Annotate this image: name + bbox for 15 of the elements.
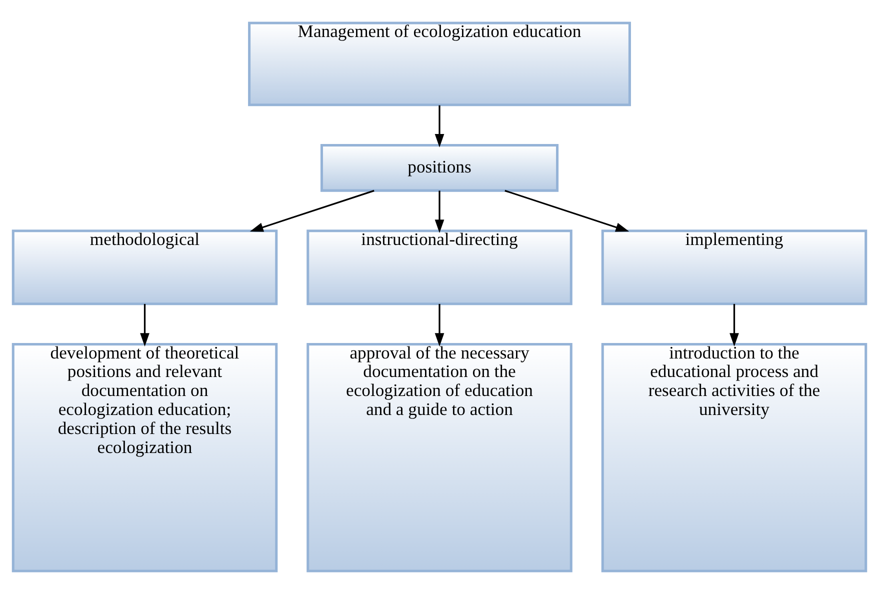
node-box: Management of ecologization education	[248, 22, 631, 106]
node-box: methodological	[12, 230, 278, 306]
node-box: approval of the necessary documentation on the ecologization of education and a guide to action	[306, 342, 572, 572]
node-box: positions	[320, 144, 559, 192]
node-box: introduction to the educational process and research activities of the university	[601, 342, 868, 572]
arrow	[140, 304, 150, 347]
arrow	[250, 190, 374, 232]
arrow	[434, 304, 444, 347]
arrow	[434, 190, 444, 234]
node-box: development of theoretical positions and relevant documentation on ecologization education; description of the results ecologization	[12, 342, 278, 572]
node-box: implementing	[601, 230, 868, 306]
node-box: instructional-directing	[306, 230, 572, 306]
arrow	[504, 190, 630, 232]
arrow	[730, 304, 739, 347]
arrow	[434, 105, 444, 148]
